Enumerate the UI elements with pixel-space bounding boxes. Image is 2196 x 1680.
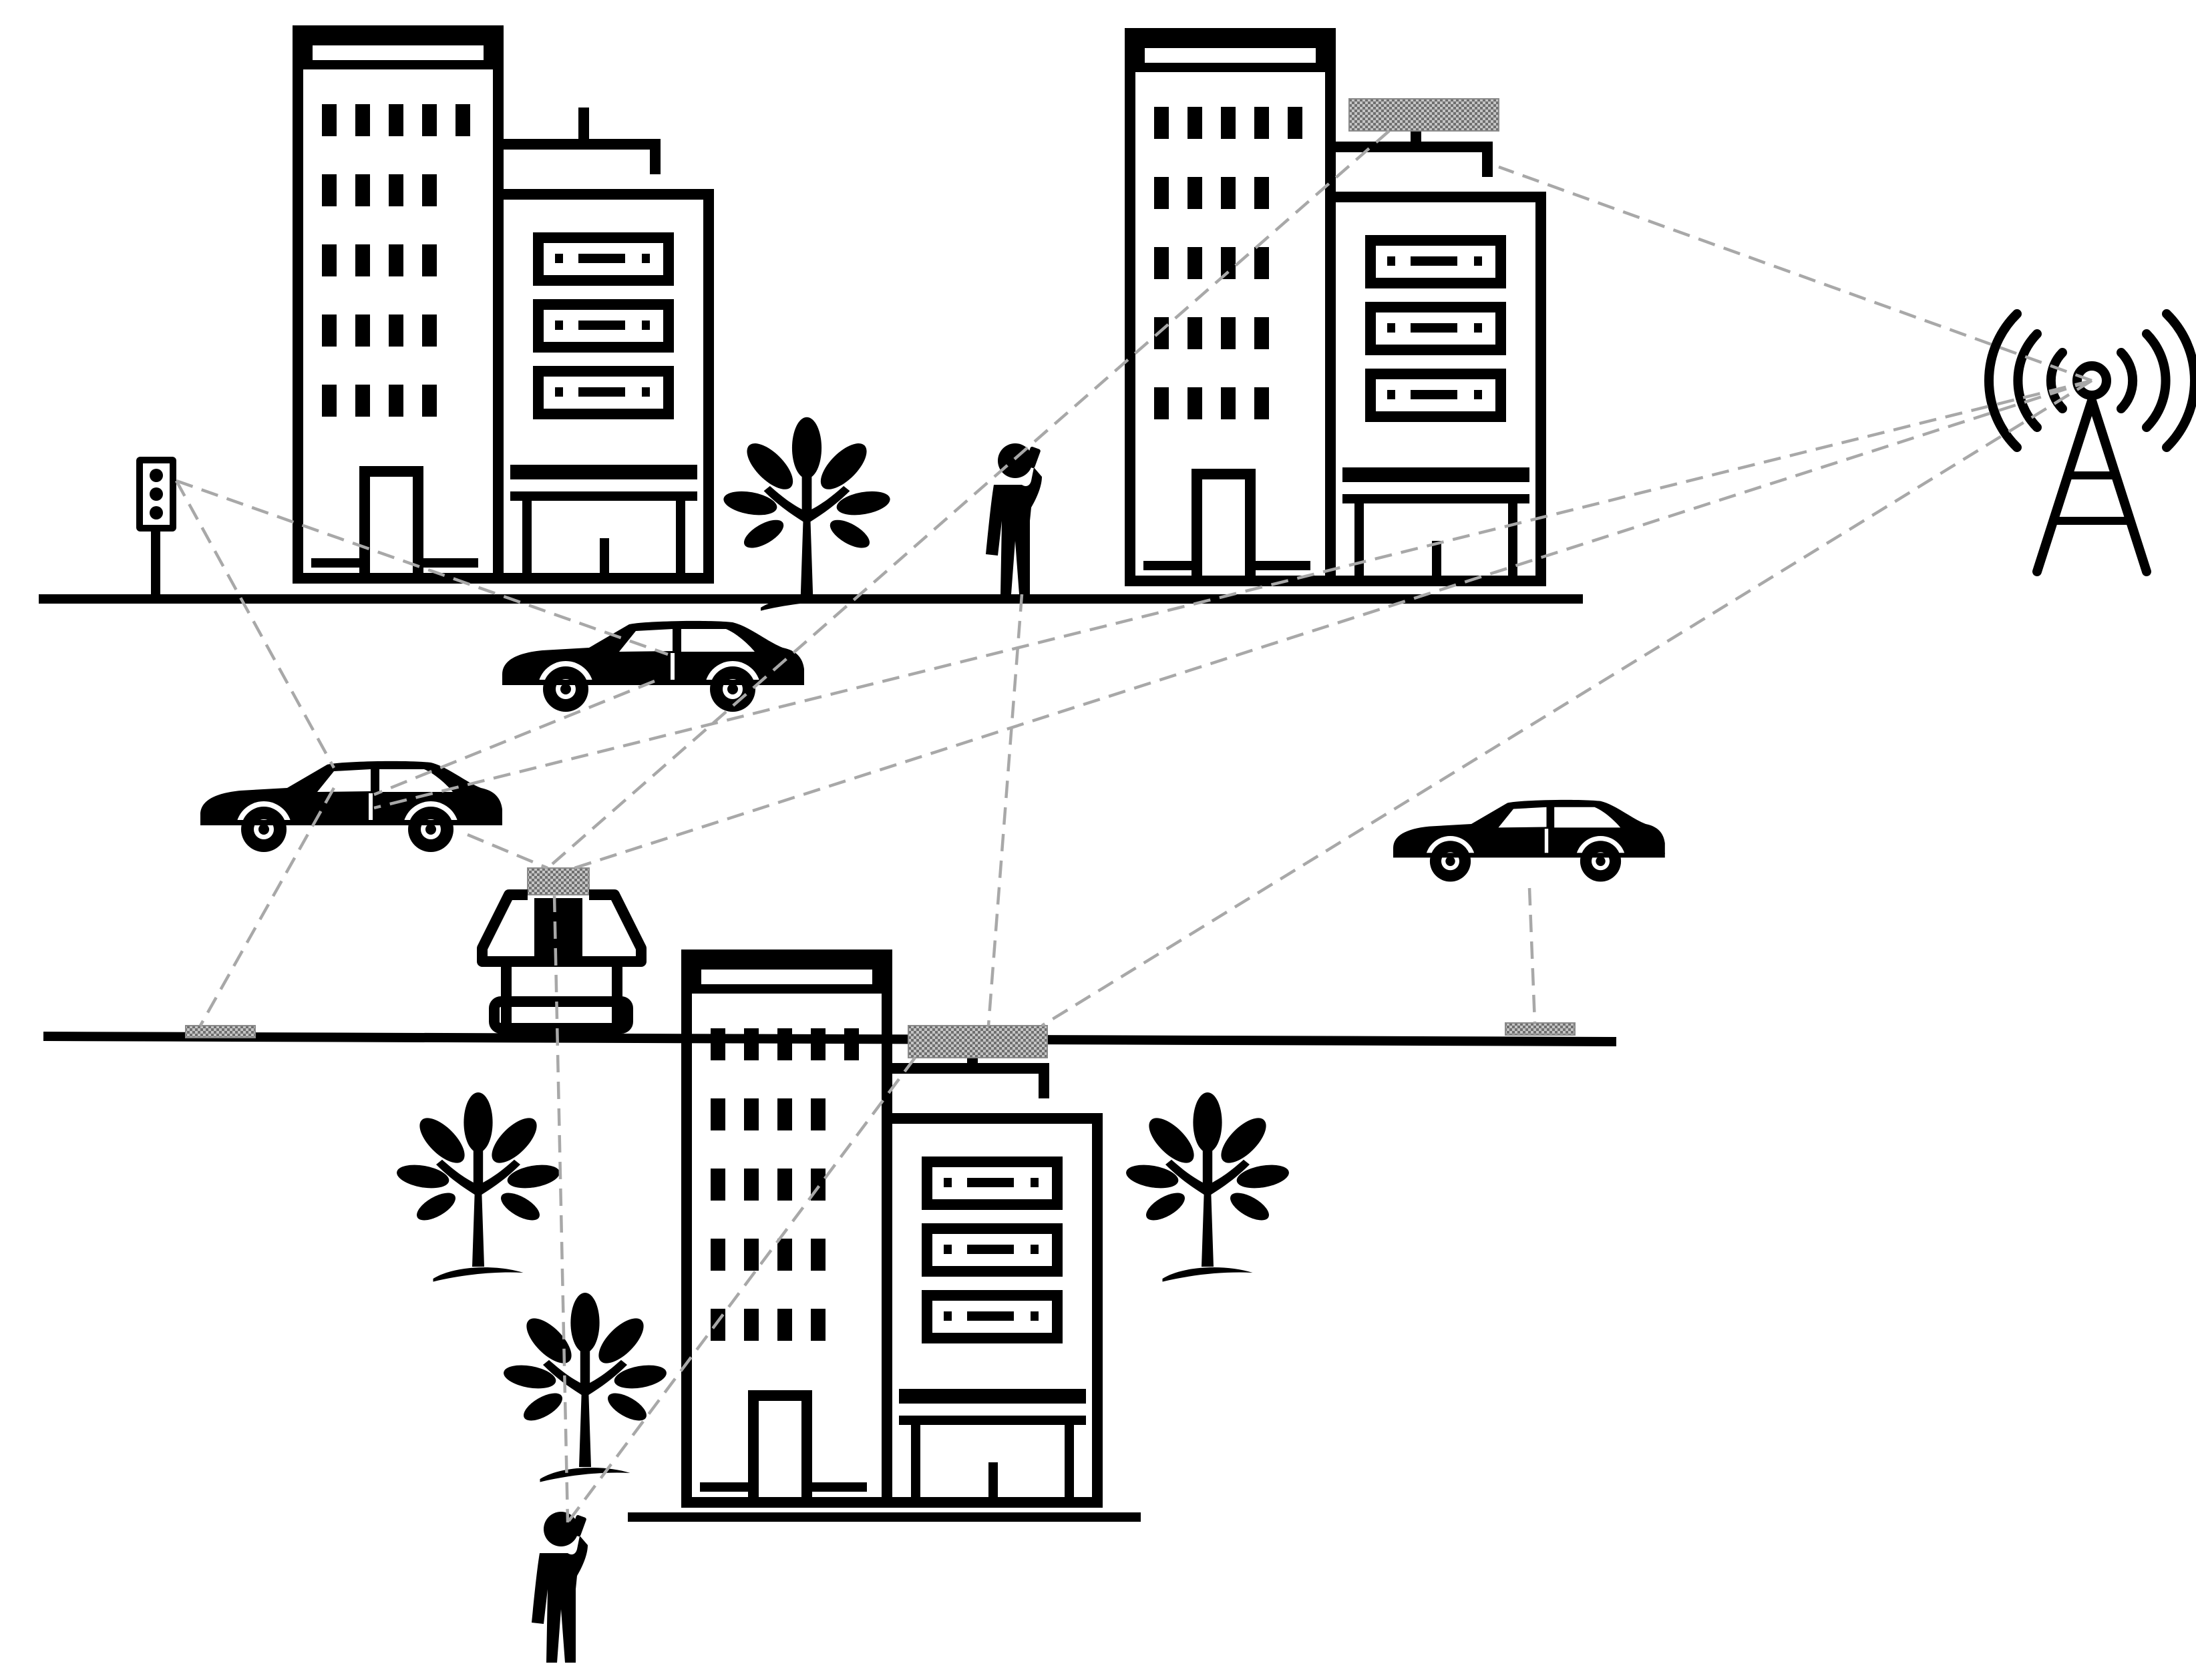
person-top — [986, 443, 1042, 594]
communication-links — [175, 130, 2093, 1524]
link-tower-to-rooftop — [1498, 165, 2092, 383]
reflecting-surface-ground-right — [1505, 1022, 1576, 1036]
car-2 — [200, 761, 502, 857]
link-car-3-to-ground-surface — [1527, 887, 1537, 1024]
cell-tower-icon — [1984, 309, 2196, 576]
tree-1 — [721, 417, 892, 611]
link-tower-to-bottom-building — [1041, 379, 2093, 1027]
car-3 — [1393, 799, 1665, 887]
link-person-top-to-bottom-building — [986, 594, 1024, 1026]
person-bottom — [532, 1512, 588, 1663]
link-tower-to-car-2 — [373, 379, 2092, 810]
reflecting-surface-ground-left — [185, 1025, 256, 1038]
car-1 — [502, 620, 804, 717]
link-traffic-light-to-car-2 — [175, 479, 335, 769]
link-car-2-to-ground-surface — [199, 787, 335, 1027]
link-kiosk-to-person-bottom — [552, 894, 570, 1523]
ground-line-middle — [43, 1032, 1617, 1046]
link-car-1-to-car-2 — [373, 679, 655, 797]
reflecting-surface-bottom-roof — [908, 1025, 1048, 1058]
building-top-left — [298, 31, 709, 578]
link-traffic-light-to-car-1 — [176, 479, 669, 656]
tree-3 — [1124, 1092, 1291, 1282]
tree-2 — [395, 1092, 562, 1282]
kiosk-icon — [477, 867, 647, 1034]
tree-4 — [502, 1293, 669, 1482]
traffic-light-icon — [136, 457, 176, 598]
link-bottom-building-to-person-bottom — [566, 1056, 916, 1524]
reflecting-surface-top-right-roof — [1348, 98, 1499, 132]
link-car-2-to-kiosk — [467, 833, 548, 870]
